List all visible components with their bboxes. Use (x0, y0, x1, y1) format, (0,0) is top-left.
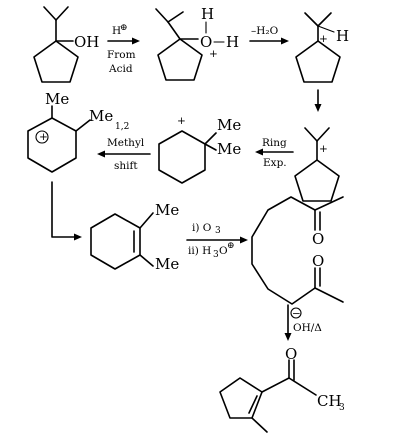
molecule-isopropyl-cyclopentanol: OH (33, 6, 99, 83)
oxygen-label: O (312, 252, 324, 270)
reaction-arrow-shaft (51, 181, 77, 238)
reaction-arrow-head (97, 150, 105, 158)
reagent-hydronium-sub: 3 (213, 250, 219, 260)
molecule-oxonium: H O H + (155, 5, 239, 81)
molecule-carbocation-4: Me Me 1,2 + (27, 90, 129, 173)
bond (304, 127, 318, 142)
reaction-arrow-head (132, 37, 140, 45)
bond (204, 143, 217, 151)
molecule-carbocation-2: + (294, 127, 340, 202)
cyclohexene-ring (90, 213, 141, 270)
arrow-aldol: − OH/Δ (284, 304, 322, 341)
shift-number: 1,2 (115, 122, 129, 132)
reaction-arrow-head (240, 236, 248, 244)
bond (167, 11, 184, 23)
molecule-dimethylcyclohexene: Me Me (90, 201, 179, 273)
bond (316, 127, 330, 142)
reagent-hydronium-o: O (219, 245, 228, 257)
cyclopentene-ring (219, 377, 263, 419)
bond (139, 212, 154, 229)
bond (43, 6, 57, 21)
positive-charge: + (177, 115, 186, 127)
charge-circle (35, 130, 49, 144)
molecule-diketone: O O (251, 196, 344, 305)
bond (155, 8, 169, 23)
methyl-label: Me (217, 116, 241, 134)
bond (317, 25, 335, 33)
positive-charge: + (209, 48, 218, 60)
cyclopentane-ring (295, 40, 341, 83)
reagent-h-plus: H (112, 25, 121, 37)
molecule-carbocation-3: Me Me + (158, 115, 241, 184)
methyl-label: Me (155, 255, 179, 273)
bond (314, 196, 344, 211)
cyclopentane-ring (294, 159, 340, 202)
oxygen-label: O (312, 230, 324, 248)
cyclopentane-ring (33, 40, 79, 83)
arrow-ring-expansion: Ring Exp. (255, 137, 294, 169)
methyl-label: Me (217, 140, 241, 158)
bond (314, 287, 344, 303)
positive-charge: + (319, 33, 328, 45)
carbon-chain (251, 196, 316, 305)
oxygen-label: O (285, 345, 297, 363)
hydroxyl-label: OH (74, 33, 99, 51)
bond (55, 6, 69, 21)
hydroxide-charge: − (292, 308, 301, 320)
bond (167, 21, 181, 40)
hydrogen-label: H (226, 33, 239, 51)
bond (304, 12, 319, 27)
reaction-arrow-head (281, 37, 289, 45)
reagent-ozone-sub: 3 (215, 226, 221, 236)
reagent-h-plus-charge: ⊕ (120, 23, 128, 33)
arrow-elbow (51, 181, 82, 241)
charge-circle (290, 307, 302, 319)
reaction-arrow-head (74, 233, 82, 241)
cyclohexane-ring (158, 130, 206, 184)
double-bond (248, 395, 258, 414)
arrow-dehydration: –H₂O (249, 25, 289, 45)
bond (204, 132, 217, 145)
oxygen-label: O (200, 33, 212, 51)
methyl-label: CH (317, 392, 342, 410)
molecule-acetylcyclopentene: O CH 3 (219, 345, 345, 433)
positive-charge: + (319, 143, 328, 155)
bond (317, 12, 332, 27)
bond (75, 119, 91, 132)
arrow-protonation: H ⊕ From Acid (107, 23, 140, 75)
methyl-label: Me (89, 107, 113, 125)
bond (288, 377, 317, 396)
hydrogen-label: H (201, 5, 214, 23)
hydrogen-label: H (336, 27, 349, 45)
reagent-exp: Exp. (263, 157, 287, 169)
arrow-methyl-shift: Methyl shift (97, 137, 151, 172)
reagent-ring: Ring (262, 137, 287, 149)
reagent-hydronium-charge: ⊕ (227, 241, 235, 251)
molecule-carbocation-1: H + (295, 12, 349, 83)
methyl-label: Me (45, 90, 69, 108)
reagent-minus-water: –H₂O (251, 25, 279, 37)
cyclohexane-ring (27, 117, 77, 173)
reagent-shift: shift (114, 160, 138, 172)
reaction-arrow-head (314, 104, 322, 112)
methyl-label: Me (155, 201, 179, 219)
cyclopentane-ring (157, 38, 203, 81)
arrow-down-1 (314, 89, 322, 112)
reagent-acid: Acid (108, 63, 133, 75)
methyl-sub: 3 (339, 403, 345, 413)
bond (139, 254, 154, 267)
reagent-methyl: Methyl (107, 137, 145, 149)
reaction-arrow-head (255, 148, 263, 156)
positive-charge: + (39, 131, 48, 143)
arrow-ozonolysis: i) O 3 ii) H 3 O ⊕ (186, 222, 248, 260)
reagent-ozone: i) O (192, 222, 212, 234)
reagent-hydronium: ii) H (188, 245, 211, 257)
bond (251, 417, 268, 433)
bond (261, 377, 290, 393)
reaction-arrow-head (284, 333, 292, 341)
reagent-from: From (107, 49, 136, 61)
reagent-hydroxide: OH/Δ (293, 322, 322, 334)
